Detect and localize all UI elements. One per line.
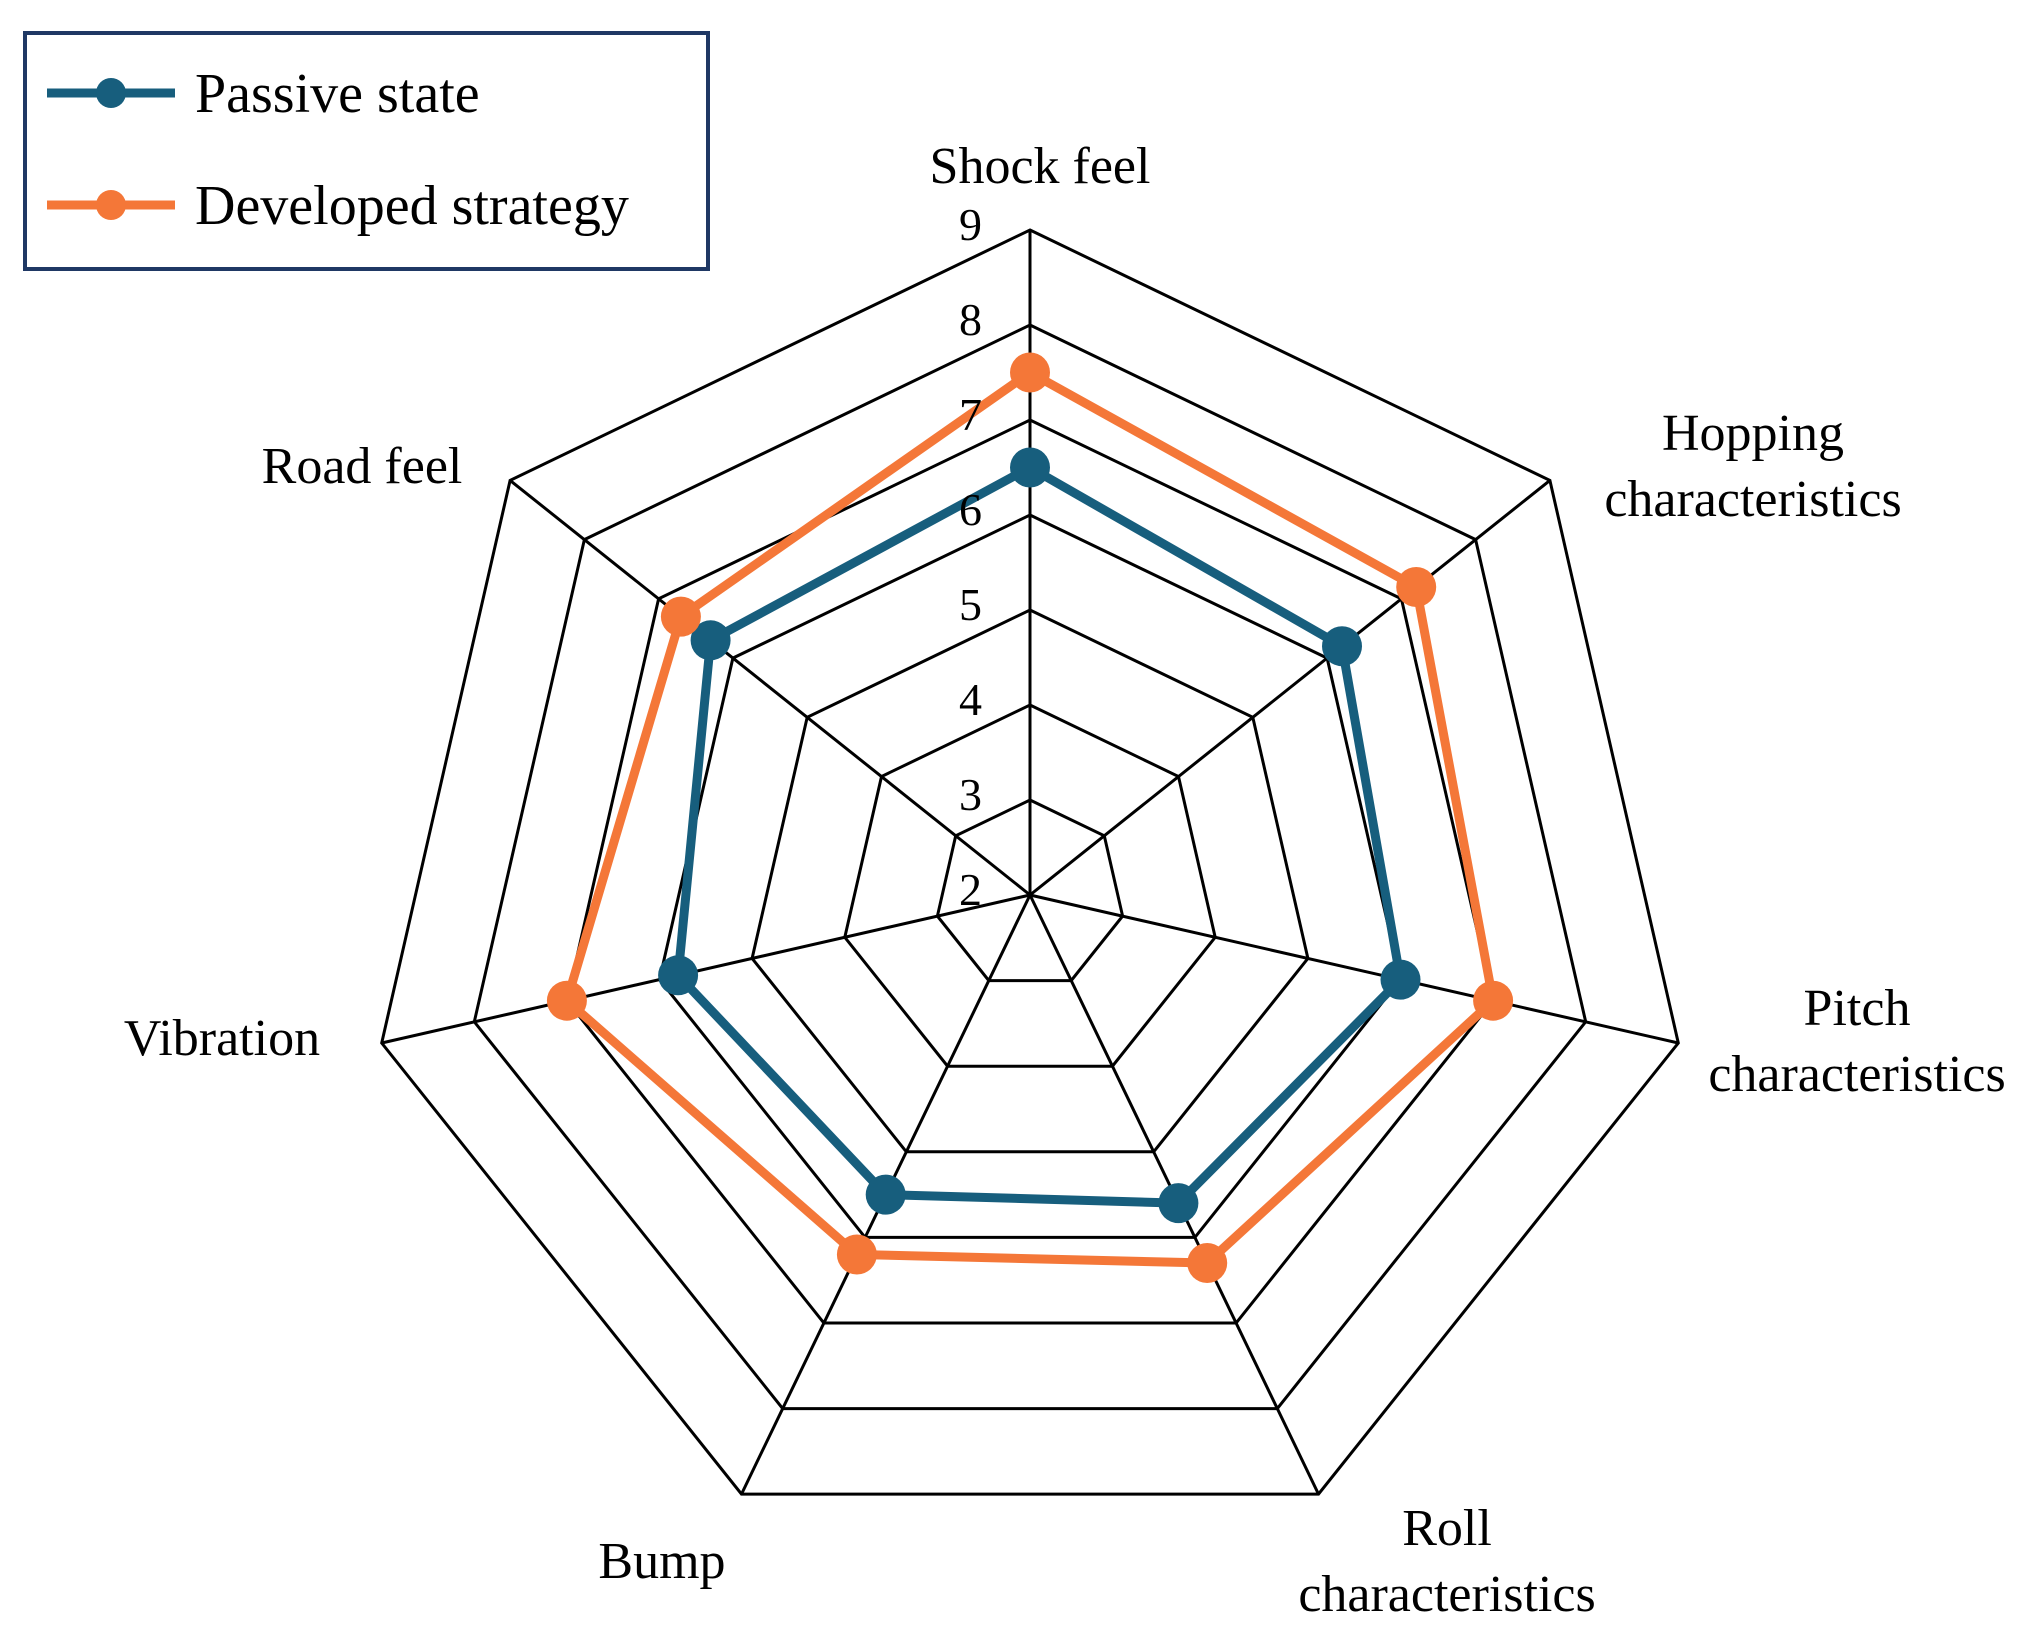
series-1-point-4 [1158, 1183, 1199, 1224]
axis-label-3-line-2: characteristics [1708, 1046, 2005, 1103]
tick-label-4: 4 [959, 674, 982, 725]
tick-label-2: 2 [959, 864, 982, 915]
series-line-1 [673, 463, 1405, 1208]
tick-label-9: 9 [959, 199, 982, 250]
series-2-point-1 [1010, 352, 1050, 393]
radar-grid [380, 228, 1680, 1496]
axis-label-1-line-1: Shock feel [930, 138, 1151, 195]
axis-label-2-line-1: Hopping [1662, 405, 1844, 462]
legend-label-2: Developed strategy [195, 175, 629, 237]
series-2-point-4 [1187, 1243, 1228, 1283]
series-1-point-7 [690, 620, 731, 661]
tick-label-5: 5 [959, 579, 982, 630]
tick-label-6: 6 [959, 484, 982, 535]
radar-series [546, 352, 1514, 1283]
series-2-point-6 [546, 980, 587, 1021]
series-1-point-5 [865, 1174, 906, 1215]
series-2-point-3 [1473, 980, 1514, 1021]
axis-label-6-line-1: Vibration [124, 1010, 320, 1067]
radar-tick-labels: 2 3 4 5 6 7 8 9 [959, 199, 982, 915]
legend-box [23, 31, 710, 271]
axis-label-4: Roll characteristics [1298, 1500, 1595, 1623]
series-1-point-3 [1380, 959, 1421, 1000]
grid-ring-3 [935, 798, 1125, 983]
grid-ring-8 [472, 323, 1588, 1411]
axis-label-3: Pitch characteristics [1708, 980, 2005, 1103]
axis-label-1: Shock feel [930, 138, 1151, 195]
series-1-point-6 [658, 955, 699, 996]
axis-label-5: Bump [598, 1533, 725, 1590]
axis-label-7-line-1: Road feel [262, 438, 463, 495]
legend-label-1: Passive state [195, 63, 480, 125]
grid-spoke-2 [1029, 479, 1551, 897]
series-1-point-1 [1010, 447, 1050, 488]
series-1 [658, 447, 1421, 1224]
legend-swatch-marker-2 [96, 190, 126, 220]
series-line-2 [562, 368, 1498, 1268]
axis-label-4-line-2: characteristics [1298, 1566, 1595, 1623]
tick-label-3: 3 [959, 769, 982, 820]
axis-label-3-line-1: Pitch [1804, 980, 1911, 1037]
tick-label-7: 7 [959, 389, 982, 440]
axis-label-2-line-2: characteristics [1604, 471, 1901, 528]
grid-spoke-6 [381, 893, 1031, 1045]
grid-ring-4 [843, 703, 1217, 1068]
legend-swatch-marker-1 [96, 78, 126, 108]
series-1-point-2 [1322, 626, 1362, 667]
grid-ring-5 [750, 608, 1310, 1154]
series-2-point-5 [836, 1234, 877, 1275]
axis-label-6: Vibration [124, 1010, 320, 1067]
series-2-point-2 [1396, 567, 1437, 607]
axis-label-7: Road feel [262, 438, 463, 495]
grid-ring-6 [657, 513, 1403, 1239]
axis-label-5-line-1: Bump [598, 1533, 725, 1590]
series-2-point-7 [660, 596, 701, 637]
axis-label-2: Hopping characteristics [1604, 405, 1901, 528]
grid-spoke-7 [509, 479, 1031, 897]
grid-spoke-3 [1029, 893, 1679, 1045]
axis-label-4-line-1: Roll [1402, 1500, 1492, 1557]
grid-ring-7 [565, 418, 1495, 1325]
tick-label-8: 8 [959, 294, 982, 345]
series-2 [546, 352, 1514, 1283]
grid-ring-9 [380, 228, 1680, 1496]
